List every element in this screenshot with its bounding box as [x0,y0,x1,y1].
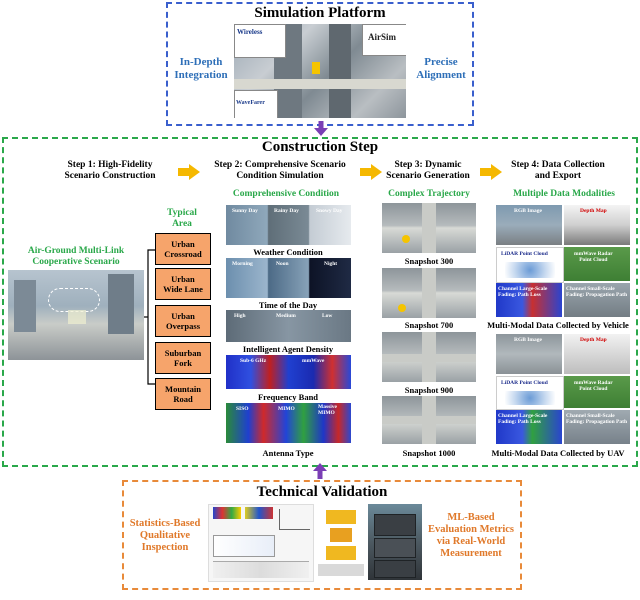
step-arrow-3 [480,164,502,180]
weather-image: Sunny Day Rainy Day Snowy Day [226,205,351,245]
precise-alignment-label: Precise Alignment [416,56,466,81]
uav-caption: Multi-Modal Data Collected by UAV [491,448,625,458]
statistics-image [208,504,314,582]
airsim-tag: AirSim [368,32,396,42]
snapshot-700-image [382,268,476,318]
noon-tag: Noon [276,261,289,267]
uav-lidar-tag: LiDAR Point Cloud [501,380,548,386]
morning-tag: Morning [232,261,253,267]
step-2-header: Step 2: Comprehensive Scenario Condition… [214,160,346,181]
wavefarer-tag: WaveFarer [236,100,265,106]
arrow-down-to-construction [314,121,328,136]
vehicle-caption: Multi-Modal Data Collected by Vehicle [487,320,629,330]
sunny-day-tag: Sunny Day [232,208,258,214]
step-arrow-1 [178,164,200,180]
area-mountain-road: Mountain Road [155,378,211,410]
snapshot-1000-caption: Snapshot 1000 [402,448,456,458]
vehicle-lidar-image: LiDAR Point Cloud [496,247,564,283]
trajectory-title: Complex Trajectory [388,189,470,199]
density-caption: Intelligent Agent Density [242,344,334,354]
simulation-platform-title: Simulation Platform [254,5,386,21]
uav-depth-tag: Depth Map [580,337,607,343]
step-3-header: Step 3: Dynamic Scenario Generation [386,160,470,181]
wireless-tag: Wireless [237,28,263,36]
snapshot-900-image [382,332,476,382]
rainy-day-tag: Rainy Day [274,208,299,214]
uav-propagation-tag: Channel Small-Scale Fading: Propagation … [566,413,628,425]
low-density-tag: Low [322,313,333,319]
snapshot-900-caption: Snapshot 900 [404,385,454,395]
snowy-day-tag: Snowy Day [316,208,343,214]
measurement-equipment-image [368,504,422,580]
medium-density-tag: Medium [276,313,296,319]
area-suburban-fork: Suburban Fork [155,342,211,374]
vehicle-rgb-image: RGB Image [496,205,562,245]
vehicle-pathloss-image: Channel Large-Scale Fading: Path Loss [496,283,562,317]
area-bracket [144,249,155,385]
vehicle-lidar-tag: LiDAR Point Cloud [501,251,548,257]
step-arrow-2 [360,164,382,180]
uav-rgb-image: RGB Image [496,334,562,374]
mmwave-tag: mmWave [302,358,325,364]
sub6-tag: Sub-6 GHz [240,358,267,364]
antenna-image: SISO MIMO Massive MIMO [226,403,351,443]
uav-propagation-image: Channel Small-Scale Fading: Propagation … [564,410,630,444]
uav-lidar-image: LiDAR Point Cloud [496,376,564,410]
time-caption: Time of the Day [258,300,318,310]
uav-rgb-tag: RGB Image [514,337,542,343]
vehicle-depth-tag: Depth Map [580,208,607,214]
step-1-header: Step 1: High-Fidelity Scenario Construct… [64,160,156,181]
massive-mimo-tag: Massive MIMO [318,404,337,416]
vehicle-rgb-tag: RGB Image [514,208,542,214]
siso-tag: SISO [236,406,249,412]
condition-title: Comprehensive Condition [232,189,340,199]
vehicle-propagation-image: Channel Small-Scale Fading: Propagation … [564,283,630,317]
scenario-label: Air-Ground Multi-Link Cooperative Scenar… [27,246,125,267]
statistics-label: Statistics-Based Qualitative Inspection [129,518,201,553]
time-image: Morning Noon Night [226,258,351,298]
area-urban-wide-lane: Urban Wide Lane [155,268,211,300]
construction-step-title: Construction Step [261,139,379,155]
technical-validation-box [122,480,522,590]
area-urban-overpass: Urban Overpass [155,305,211,337]
uav-depth-image: Depth Map [564,334,630,374]
vehicle-radar-tag: mmWave Radar Point Cloud [574,251,613,263]
weather-caption: Weather Condition [253,247,323,257]
in-depth-integration-label: In-Depth Integration [174,56,228,81]
frequency-caption: Frequency Band [257,392,319,402]
snapshot-300-caption: Snapshot 300 [404,256,454,266]
step-4-header: Step 4: Data Collection and Export [511,160,605,181]
area-urban-crossroad: Urban Crossroad [155,233,211,265]
night-tag: Night [324,261,338,267]
typical-area-title: Typical Area [167,208,197,229]
ml-label: ML-Based Evaluation Metrics via Real-Wor… [427,512,515,559]
antenna-caption: Antenna Type [262,448,314,458]
uav-radar-image: mmWave Radar Point Cloud [564,376,630,408]
uav-pathloss-tag: Channel Large-Scale Fading: Path Loss [498,413,548,425]
high-density-tag: High [234,313,246,319]
vehicle-propagation-tag: Channel Small-Scale Fading: Propagation … [566,286,628,298]
uav-radar-tag: mmWave Radar Point Cloud [574,380,613,392]
arrow-up-from-validation [313,463,327,479]
technical-validation-title: Technical Validation [256,484,388,500]
uav-pathloss-image: Channel Large-Scale Fading: Path Loss [496,410,562,444]
scenario-image [8,270,144,360]
vehicle-radar-image: mmWave Radar Point Cloud [564,247,630,281]
snapshot-700-caption: Snapshot 700 [404,320,454,330]
vehicle-pathloss-tag: Channel Large-Scale Fading: Path Loss [498,286,548,298]
modalities-title: Multiple Data Modalities [513,189,615,199]
simulation-platform-image: Wireless AirSim WaveFarer [234,24,406,118]
density-image: High Medium Low [226,310,351,342]
mimo-tag: MIMO [278,406,295,412]
frequency-image: Sub-6 GHz mmWave [226,355,351,389]
ml-network-image [316,504,366,580]
snapshot-1000-image [382,396,476,444]
snapshot-300-image [382,203,476,253]
vehicle-depth-image: Depth Map [564,205,630,245]
